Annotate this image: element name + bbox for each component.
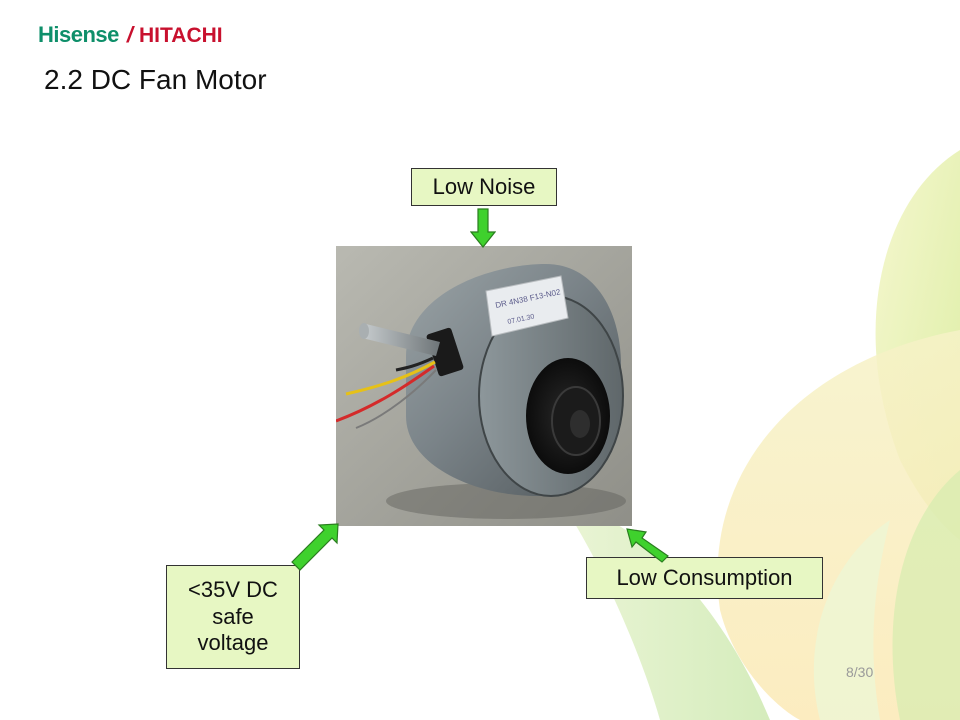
logo-separator: / [126,22,134,47]
callout-safe-voltage: <35V DC safe voltage [166,565,300,669]
slide-title: 2.2 DC Fan Motor [44,64,267,95]
fan-motor-photo: DR 4N38 F13-N02 07.01.30 [336,246,632,526]
arrow-down-icon [470,208,496,248]
arrow-up-left-icon [626,528,669,563]
callout-safe-voltage-line-1: <35V DC [188,577,278,603]
page-number: 8/30 [846,664,874,680]
callout-low-noise: Low Noise [411,168,557,206]
callout-safe-voltage-line-3: voltage [197,630,269,656]
logo-hitachi: HITACHI [139,24,223,47]
callout-safe-voltage-line-2: safe [212,603,254,629]
brand-logo: Hisense / HITACHI [38,22,223,48]
logo-hisense: Hisense [38,22,119,47]
arrow-up-right-icon [291,523,339,571]
callout-low-consumption: Low Consumption [586,557,823,599]
